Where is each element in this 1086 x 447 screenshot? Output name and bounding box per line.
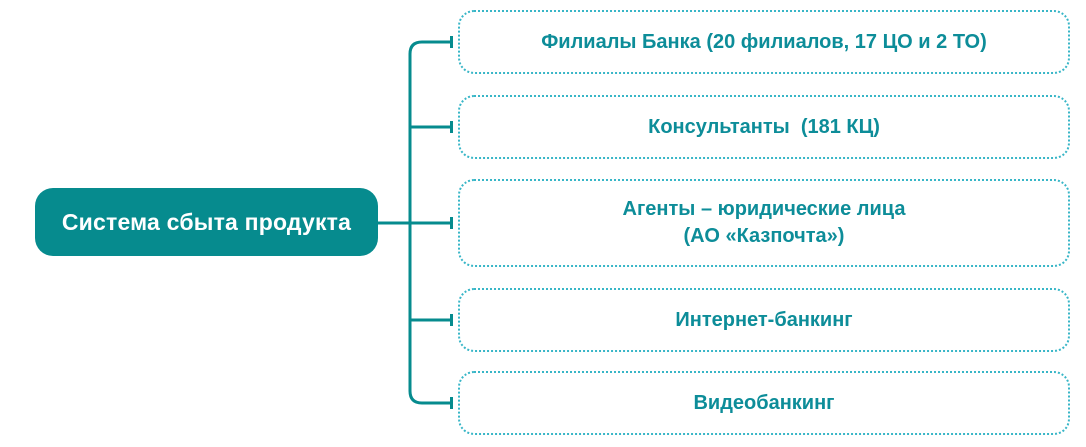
connector-trunk — [408, 40, 450, 405]
channel-box-label: Видеобанкинг — [693, 391, 835, 414]
channel-box-agents: Агенты – юридические лица (АО «Казпочта»… — [458, 179, 1070, 267]
channel-box-internet-banking: Интернет-банкинг — [458, 288, 1070, 352]
channel-box-consultants: Консультанты (181 КЦ) — [458, 95, 1070, 159]
channel-box-label: Консультанты (181 КЦ) — [648, 115, 880, 138]
channel-box-label: Агенты – юридические лица (АО «Казпочта»… — [622, 198, 906, 247]
channel-box-label: Филиалы Банка (20 филиалов, 17 ЦО и 2 ТО… — [541, 30, 987, 53]
channel-box-branches: Филиалы Банка (20 филиалов, 17 ЦО и 2 ТО… — [458, 10, 1070, 74]
channel-box-video-banking: Видеобанкинг — [458, 371, 1070, 435]
channel-box-label: Интернет-банкинг — [675, 308, 853, 331]
root-node: Система сбыта продукта — [35, 188, 378, 256]
root-node-label: Система сбыта продукта — [61, 208, 352, 235]
